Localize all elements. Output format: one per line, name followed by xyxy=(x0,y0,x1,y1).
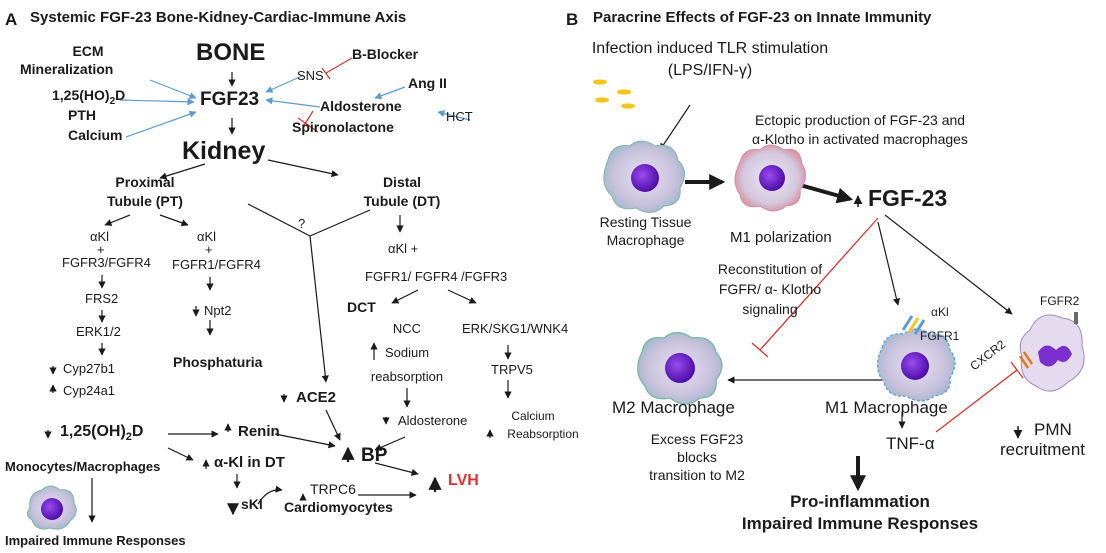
reconstitution-line1: Reconstitution of xyxy=(717,261,823,277)
kidney-label: Kidney xyxy=(182,137,266,165)
m2-macrophage-icon xyxy=(637,331,723,405)
reabsorption-label: reabsorption xyxy=(370,369,444,384)
excess-line3: transition to M2 xyxy=(649,467,745,483)
panel-a-indicators xyxy=(49,306,494,516)
sns-label: SNS xyxy=(297,68,324,83)
spironolactone-label: Spironolactone xyxy=(292,119,394,135)
ncc-label: NCC xyxy=(392,321,422,336)
frs2-label: FRS2 xyxy=(85,291,119,306)
aldosterone-top-label: Aldosterone xyxy=(320,98,402,114)
pt-akl-label: αKl xyxy=(90,229,110,244)
proximal-tubule-label: Tubule (PT) xyxy=(107,193,183,209)
npt2-label: Npt2 xyxy=(204,303,232,318)
cardiomyocytes-label: Cardiomyocytes xyxy=(284,499,393,515)
m1-polarizing-macrophage-icon xyxy=(734,144,806,212)
renin-label: Renin xyxy=(238,423,280,440)
dt-akl-label: αKl + xyxy=(388,241,419,256)
excess-line2: blocks xyxy=(677,449,717,465)
calcium-reabs-line2: Reabsorption xyxy=(507,427,579,441)
fgfr2-receptor-label: FGFR2 xyxy=(1040,294,1080,308)
b-blocker-label: B-Blocker xyxy=(352,46,419,62)
panel-b-inhibitors xyxy=(751,217,1024,433)
impaired-immune-b-label: Impaired Immune Responses xyxy=(741,514,979,533)
excess-line1: Excess FGF23 xyxy=(650,431,744,447)
resting-line1: Resting Tissue xyxy=(599,214,692,230)
ecm-label: ECM xyxy=(72,43,104,59)
panel-b-arrows xyxy=(659,104,1013,492)
neutrophil-icon xyxy=(1018,312,1085,392)
akl-in-dt-label: α-Kl in DT xyxy=(214,454,285,471)
distal-tubule-label: Tubule (DT) xyxy=(363,193,441,209)
trpc6-label: TRPC6 xyxy=(310,481,356,497)
ectopic-line2: α-Klotho in activated macrophages xyxy=(752,131,968,147)
m1-macrophage-label: M1 Macrophage xyxy=(825,398,948,417)
reconstitution-line3: signaling xyxy=(742,301,798,317)
panel-b-title: Paracrine Effects of FGF-23 on Innate Im… xyxy=(593,9,932,26)
pt2-plus-label: + xyxy=(205,242,213,257)
macrophage-icon-a xyxy=(26,485,77,530)
resting-line2: Macrophage xyxy=(606,232,685,248)
bp-label: BP xyxy=(361,445,388,466)
panel-b-letter: B xyxy=(566,10,579,29)
infection-line2: (LPS/IFN-γ) xyxy=(667,62,753,79)
panel-a-title: Systemic FGF-23 Bone-Kidney-Cardiac-Immu… xyxy=(30,9,407,26)
hct-label: HCT xyxy=(446,109,473,124)
fgfr1-fgfr4-label: FGFR1/FGFR4 xyxy=(172,257,261,272)
pth-label: PTH xyxy=(68,107,96,123)
bone-label: BONE xyxy=(196,39,266,66)
pt2-akl-label: αKl xyxy=(197,229,217,244)
phosphaturia-label: Phosphaturia xyxy=(173,354,263,370)
dt-fgfr-label: FGFR1/ FGFR4 /FGFR3 xyxy=(365,269,508,284)
reconstitution-line2: FGFR/ α- Klotho xyxy=(718,281,822,297)
distal-label: Distal xyxy=(382,174,422,190)
fgfr3-fgfr4-label: FGFR3/FGFR4 xyxy=(62,255,151,270)
pro-inflammation-label: Pro-inflammation xyxy=(790,492,930,511)
question-mark: ? xyxy=(298,216,306,231)
panel-a-letter: A xyxy=(5,10,18,29)
vitd-hydroxy-label: 1,25(HO)2D xyxy=(52,87,126,107)
vitd-dihydroxy-label: 1,25(OH)2D xyxy=(60,423,144,444)
skl-label: sKl xyxy=(241,496,263,512)
recruitment-label: recruitment xyxy=(1000,440,1086,459)
proximal-label: Proximal xyxy=(115,174,175,190)
ang-ii-label: Ang II xyxy=(408,75,447,91)
m2-macrophage-label: M2 Macrophage xyxy=(612,398,735,417)
calcium-label: Calcium xyxy=(68,127,123,143)
lps-particles-icon xyxy=(593,79,635,109)
calcium-reabs-line1: Calcium xyxy=(511,409,555,423)
erk-skg-wnk4-label: ERK/SKG1/WNK4 xyxy=(462,321,569,336)
mineralization-label: Mineralization xyxy=(20,61,114,77)
lvh-label: LVH xyxy=(448,472,479,489)
fgf23-b-label: FGF-23 xyxy=(868,185,948,211)
dct-label: DCT xyxy=(347,299,376,315)
fgf23-label: FGF23 xyxy=(200,89,260,110)
akl-receptor-label: αKl xyxy=(931,305,949,319)
tnf-alpha-label: TNF-α xyxy=(886,434,935,453)
pmn-label: PMN xyxy=(1034,420,1072,439)
resting-macrophage-icon xyxy=(603,140,685,213)
m1-polarization-label: M1 polarization xyxy=(730,229,832,246)
panel-a-blue-arrows xyxy=(119,75,471,138)
erk12-label: ERK1/2 xyxy=(76,324,121,339)
sodium-label: Sodium xyxy=(384,345,430,360)
cyp24a1-label: Cyp24a1 xyxy=(63,383,116,398)
trpv5-label: TRPV5 xyxy=(491,362,533,377)
fgfr1-receptor-label: FGFR1 xyxy=(920,329,960,343)
aldosterone-mid-label: Aldosterone xyxy=(398,413,468,428)
panel-a-arrows xyxy=(44,72,512,523)
ace2-label: ACE2 xyxy=(296,389,337,406)
impaired-immune-a-label: Impaired Immune Responses xyxy=(5,533,186,548)
ectopic-line1: Ectopic production of FGF-23 and xyxy=(754,112,966,128)
m1-macrophage-icon xyxy=(876,315,956,402)
infection-line1: Infection induced TLR stimulation xyxy=(591,40,829,57)
pt-plus-label: + xyxy=(97,242,105,257)
monocytes-macrophages-label: Monocytes/Macrophages xyxy=(5,459,161,474)
panel-a-inhibitors xyxy=(297,57,353,133)
cyp27b1-label: Cyp27b1 xyxy=(63,361,116,376)
